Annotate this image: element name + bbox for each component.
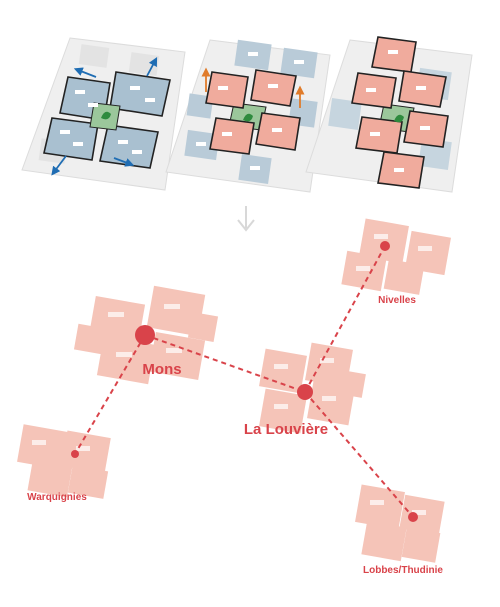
- step-3-block-top: [371, 36, 417, 73]
- node-la-louviere: [297, 384, 313, 400]
- cluster-nivelles: [341, 218, 451, 295]
- label-mons: Mons: [142, 361, 182, 378]
- network-links: [74, 245, 414, 518]
- step-1-block-sw: [43, 117, 99, 161]
- label-nivelles: Nivelles: [378, 295, 416, 306]
- node-warquignies: [71, 450, 79, 458]
- step-2-windows: [196, 52, 304, 170]
- arrow-icon: [201, 67, 305, 108]
- link-la-louviere-nivelles: [304, 245, 386, 393]
- step-3-diagram: [305, 36, 473, 193]
- down-arrow-icon: [237, 206, 255, 232]
- leaf-icon: [101, 111, 111, 120]
- cluster-lobbes: [355, 484, 445, 563]
- step-1-block-ne: [109, 71, 171, 117]
- leaf-icon: [243, 113, 253, 122]
- leaf-icon: [394, 114, 404, 123]
- network-nodes: [71, 241, 418, 522]
- node-mons: [135, 325, 155, 345]
- step-1-blue-blocks: [43, 71, 171, 169]
- step-1-block-se: [99, 124, 159, 169]
- cluster-mons: [73, 285, 219, 385]
- label-warquignies: Warquignies: [27, 492, 87, 503]
- link-mons-la-louviere: [144, 334, 306, 393]
- link-la-louviere-lobbes: [304, 391, 414, 518]
- node-nivelles: [380, 241, 390, 251]
- label-lobbes: Lobbes/Thudinie: [363, 565, 443, 576]
- cluster-warquignies: [17, 424, 111, 499]
- step-1-windows: [60, 86, 155, 154]
- arrow-icon: [51, 57, 158, 176]
- step-1-diagram: [21, 37, 186, 191]
- step-3-windows: [366, 50, 430, 172]
- node-lobbes: [408, 512, 418, 522]
- cluster-la-louviere: [259, 342, 366, 434]
- label-la-louviere: La Louvière: [243, 421, 329, 438]
- step-2-diagram: [165, 39, 331, 193]
